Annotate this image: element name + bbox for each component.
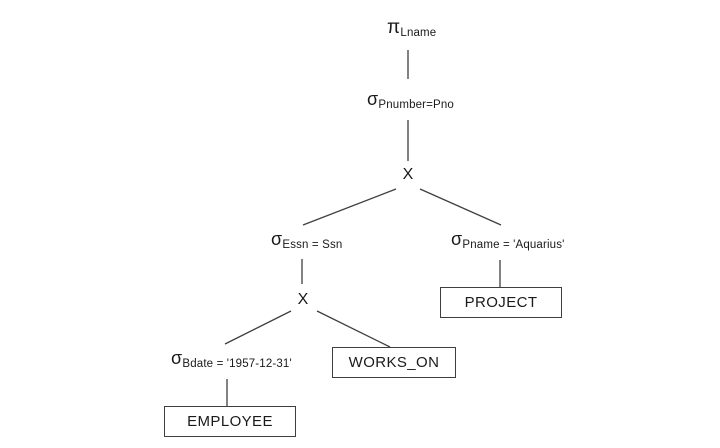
select-pnumber-subscript: Pnumber=Pno (378, 99, 454, 111)
cross-product-top-node: X (402, 166, 414, 183)
sigma-operator: σ (451, 229, 463, 249)
edge-cross-bottom-to-select-bdate (224, 310, 292, 345)
select-essn-node: σEssn = Ssn (271, 230, 342, 252)
edge-cross-top-to-select-essn (302, 188, 397, 226)
edge-cross-bottom-to-works-on (316, 310, 391, 348)
select-essn-subscript: Essn = Ssn (282, 239, 343, 251)
edge-cross-top-to-select-pname (419, 188, 502, 226)
select-pname-subscript: Pname = 'Aquarius' (462, 239, 565, 251)
cross-product-bottom-node: X (297, 291, 309, 308)
sigma-operator: σ (271, 229, 283, 249)
sigma-operator: σ (171, 348, 183, 368)
select-pnumber-node: σPnumber=Pno (367, 90, 454, 112)
select-bdate-node: σBdate = '1957-12-31' (171, 349, 292, 371)
relation-works-on-box: WORKS_ON (332, 347, 456, 378)
pi-operator: π (387, 17, 401, 38)
projection-subscript: Lname (400, 27, 437, 39)
select-bdate-subscript: Bdate = '1957-12-31' (182, 358, 292, 370)
sigma-operator: σ (367, 89, 379, 109)
projection-node: πLname (387, 18, 436, 40)
relation-employee-box: EMPLOYEE (164, 406, 296, 437)
select-pname-node: σPname = 'Aquarius' (451, 230, 564, 252)
relation-project-box: PROJECT (440, 287, 562, 318)
